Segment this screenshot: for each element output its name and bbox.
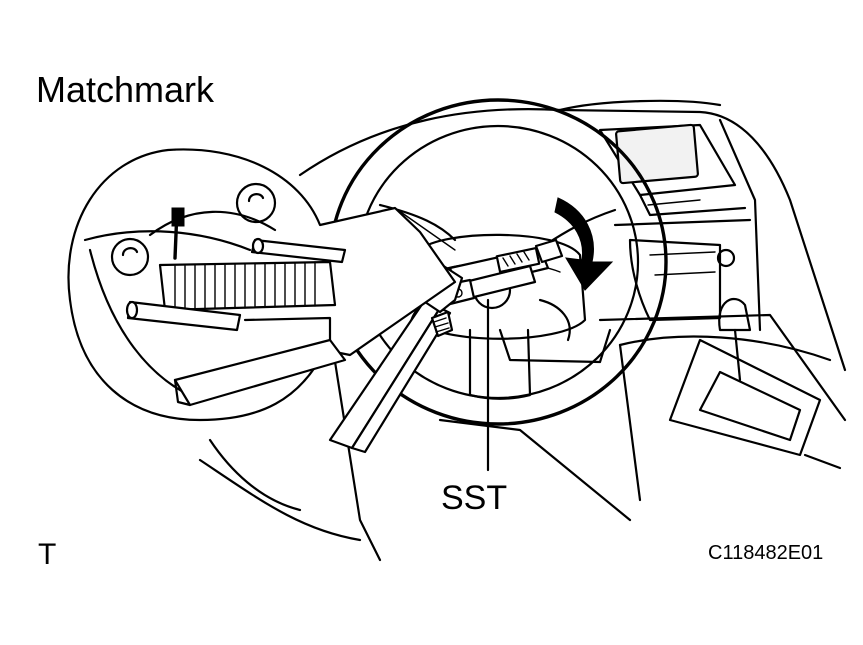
figure-id-label: C118482E01: [708, 542, 824, 564]
sst-label: SST: [441, 479, 508, 517]
view-code-label: T: [38, 538, 57, 571]
curved-arrow-clockwise-icon: [554, 197, 614, 291]
navigation-screen: [615, 123, 699, 185]
lower-trim-outline: [198, 328, 632, 562]
sst-puller-tool: [443, 238, 564, 472]
magnified-detail-callout: [67, 148, 457, 422]
matchmark-flag-icon: [171, 207, 185, 260]
matchmark-label: Matchmark: [36, 69, 215, 110]
